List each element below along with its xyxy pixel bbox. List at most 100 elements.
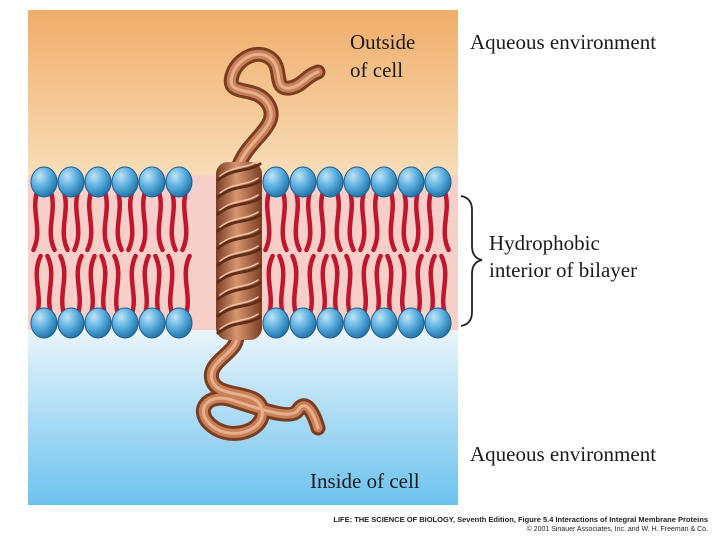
fatty-acid-tail	[102, 189, 111, 253]
phospholipid-head	[138, 166, 166, 198]
helix-highlight	[219, 296, 259, 313]
fatty-acid-tail	[401, 189, 410, 253]
fatty-acid-tail	[169, 189, 178, 253]
fatty-acid-tail	[293, 189, 302, 253]
fatty-acid-tail	[139, 189, 148, 253]
integral-membrane-protein	[196, 46, 326, 441]
fatty-acid-tail	[156, 189, 165, 253]
helix-highlight	[219, 194, 259, 211]
fatty-acid-tail	[412, 189, 421, 253]
helix-turn	[216, 213, 262, 233]
fatty-acid-tail	[277, 253, 286, 317]
fatty-acid-tail	[45, 253, 54, 317]
label-outside-line1: Outside	[350, 30, 415, 54]
phospholipid-head	[289, 307, 317, 339]
phospholipid-head	[165, 307, 193, 339]
fatty-acid-tail	[99, 253, 108, 317]
fatty-acid-tail	[180, 189, 189, 253]
label-aqueous-bottom: Aqueous environment	[470, 442, 657, 466]
fatty-acid-tail	[344, 253, 353, 317]
phospholipid-head	[84, 307, 112, 339]
fatty-acid-tail	[388, 189, 397, 253]
helix-turn	[216, 179, 262, 199]
figure-credit-line1: LIFE: THE SCIENCE OF BIOLOGY, Seventh Ed…	[333, 515, 708, 524]
intracellular-region	[28, 330, 458, 505]
inner-phospholipid-heads	[30, 307, 452, 339]
helix-highlight	[219, 211, 259, 228]
fatty-acid-tail	[371, 189, 380, 253]
phospholipid-head	[316, 307, 344, 339]
phospholipid-head	[30, 307, 58, 339]
fatty-acid-tail	[153, 253, 162, 317]
fatty-acid-tail	[428, 253, 437, 317]
helix-highlight	[219, 313, 259, 330]
phospholipid-head	[289, 166, 317, 198]
fatty-acid-tail	[385, 253, 394, 317]
fatty-acid-tail	[290, 253, 299, 317]
phospholipid-head	[397, 307, 425, 339]
phospholipid-head	[424, 166, 452, 198]
fatty-acid-tail	[142, 253, 151, 317]
fatty-acid-tail	[166, 253, 175, 317]
phospholipid-head	[84, 166, 112, 198]
phospholipid-head	[397, 166, 425, 198]
fatty-acid-tail	[129, 253, 138, 317]
fatty-acid-tail	[317, 189, 326, 253]
hydrophobic-bracket	[460, 195, 483, 327]
phospholipid-head	[57, 307, 85, 339]
fatty-acid-tail	[439, 253, 448, 317]
fatty-acid-tail	[115, 189, 124, 253]
phospholipid-head	[343, 307, 371, 339]
fatty-acid-tail	[34, 253, 43, 317]
fatty-acid-tails	[31, 189, 451, 317]
fatty-acid-tail	[126, 189, 135, 253]
phospholipid-head	[370, 307, 398, 339]
phospholipid-head	[343, 166, 371, 198]
helix-turns	[216, 160, 262, 335]
helix-highlight	[219, 160, 259, 177]
fatty-acid-tail	[266, 253, 275, 317]
label-inside-cell: Inside of cell	[310, 469, 420, 493]
helix-turn	[216, 315, 262, 335]
phospholipid-head	[111, 166, 139, 198]
label-aqueous-top: Aqueous environment	[470, 30, 657, 54]
phospholipid-head	[138, 307, 166, 339]
label-hydrophobic-line2: interior of bilayer	[489, 258, 638, 282]
helix-highlight	[219, 262, 259, 279]
phospholipid-head	[57, 166, 85, 198]
figure-credit-line2: © 2001 Sinauer Associates, Inc. and W. H…	[526, 526, 708, 533]
fatty-acid-tail	[263, 189, 272, 253]
fatty-acid-tail	[31, 189, 40, 253]
fatty-acid-tail	[72, 189, 81, 253]
fatty-acid-tail	[347, 189, 356, 253]
phospholipid-head	[165, 166, 193, 198]
fatty-acid-tail	[361, 253, 370, 317]
helix-turn	[216, 281, 262, 301]
fatty-acid-tail	[307, 253, 316, 317]
phospholipid-head	[316, 166, 344, 198]
fatty-acid-tail	[425, 189, 434, 253]
fatty-acid-tail	[280, 189, 289, 253]
fatty-acid-tail	[320, 253, 329, 317]
fatty-acid-tail	[61, 189, 70, 253]
helix-highlight	[219, 245, 259, 262]
fatty-acid-tail	[48, 189, 57, 253]
fatty-acid-tail	[334, 189, 343, 253]
fatty-acid-tail	[58, 253, 67, 317]
helix-turn	[216, 298, 262, 318]
phospholipid-head	[424, 307, 452, 339]
fatty-acid-tail	[88, 253, 97, 317]
phospholipid-head	[370, 166, 398, 198]
fatty-acid-tail	[442, 189, 451, 253]
fatty-acid-tail	[358, 189, 367, 253]
helix-turn	[216, 230, 262, 250]
helix-highlight	[219, 279, 259, 296]
phospholipid-head	[111, 307, 139, 339]
label-hydrophobic-line1: Hydrophobic	[489, 231, 600, 255]
outer-phospholipid-heads	[30, 166, 452, 198]
fatty-acid-tail	[112, 253, 121, 317]
phospholipid-head	[262, 166, 290, 198]
phospholipid-head	[262, 307, 290, 339]
helix-turn	[216, 264, 262, 284]
